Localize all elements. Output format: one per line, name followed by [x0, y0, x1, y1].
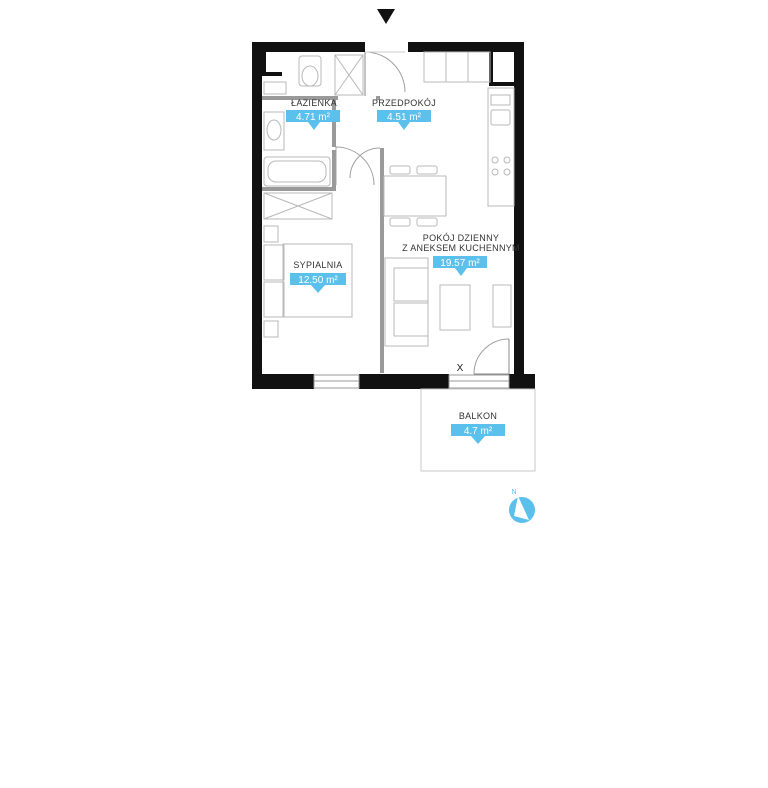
svg-text:PRZEDPOKÓJ: PRZEDPOKÓJ	[372, 98, 436, 108]
bed	[263, 225, 353, 338]
room-label-balkon: BALKON 4.7 m²	[451, 411, 505, 444]
outer-walls	[252, 42, 535, 389]
entrance-arrow-icon	[377, 9, 395, 24]
svg-text:Z ANEKSEM KUCHENNYM: Z ANEKSEM KUCHENNYM	[402, 243, 520, 253]
svg-text:4.51 m²: 4.51 m²	[387, 112, 422, 123]
svg-text:SYPIALNIA: SYPIALNIA	[293, 260, 342, 270]
room-label-pokoj: POKÓJ DZIENNY Z ANEKSEM KUCHENNYM 19.57 …	[402, 233, 520, 276]
room-label-lazienka: ŁAZIENKA 4.71 m²	[286, 98, 340, 130]
marker-x: X	[457, 363, 464, 374]
svg-text:4.7 m²: 4.7 m²	[464, 426, 493, 437]
balcony-outline	[420, 388, 536, 472]
svg-text:ŁAZIENKA: ŁAZIENKA	[291, 98, 337, 108]
bathroom-fixtures	[263, 54, 364, 187]
svg-text:19.57 m²: 19.57 m²	[440, 258, 480, 269]
svg-text:POKÓJ DZIENNY: POKÓJ DZIENNY	[423, 233, 499, 243]
windows	[313, 374, 510, 389]
compass-icon: N	[509, 489, 535, 523]
svg-text:BALKON: BALKON	[459, 411, 497, 421]
interior-walls	[262, 96, 384, 373]
bedroom-door	[349, 147, 381, 179]
kitchen-counter	[423, 51, 515, 207]
svg-text:N: N	[511, 489, 516, 496]
room-label-sypialnia: SYPIALNIA 12.50 m²	[290, 260, 346, 293]
living-furniture	[384, 257, 512, 347]
bathroom-door	[335, 146, 375, 186]
svg-text:12.50 m²: 12.50 m²	[298, 275, 338, 286]
balcony-door	[473, 338, 510, 375]
dining-table	[383, 165, 447, 227]
wardrobe	[263, 192, 333, 220]
entry-door	[364, 51, 406, 96]
svg-text:4.71 m²: 4.71 m²	[296, 112, 331, 123]
room-label-przedpokoj: PRZEDPOKÓJ 4.51 m²	[372, 98, 436, 130]
